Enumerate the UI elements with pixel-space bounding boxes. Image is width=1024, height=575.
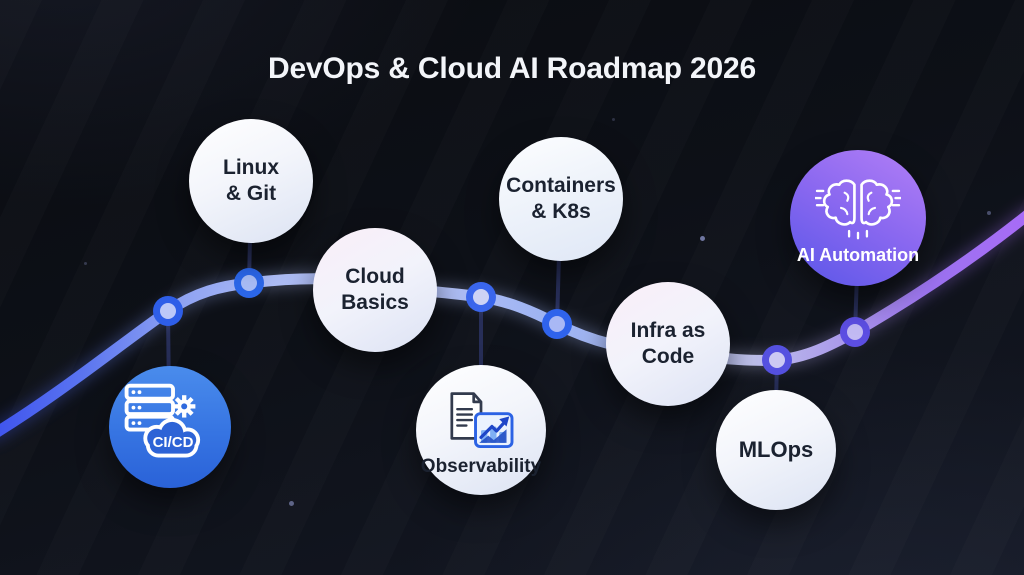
timeline-node-dot-cicd xyxy=(153,296,183,326)
star-dot xyxy=(289,501,294,506)
star-dot xyxy=(700,236,705,241)
timeline-node-dot-linux-git xyxy=(234,268,264,298)
node-mlops: MLOps xyxy=(716,390,836,510)
timeline-node-dot-containers-k8s xyxy=(542,309,572,339)
node-cloud-basics: Cloud Basics xyxy=(313,228,437,352)
timeline-node-dot-mlops xyxy=(762,345,792,375)
node-label: Infra as Code xyxy=(630,318,706,368)
page-title: DevOps & Cloud AI Roadmap 2026 xyxy=(267,52,756,85)
star-dot xyxy=(612,118,615,121)
gear-icon xyxy=(173,395,196,418)
star-dot xyxy=(84,262,87,265)
cloud-icon xyxy=(143,417,201,458)
node-infra-as-code: Infra as Code xyxy=(606,282,730,406)
brain-icon xyxy=(815,179,901,240)
node-label: Cloud Basics xyxy=(341,264,409,314)
node-label: AI Automation xyxy=(796,244,920,265)
node-label: Containers & K8s xyxy=(506,173,616,223)
timeline-node-dot-ai-automation xyxy=(840,317,870,347)
node-label: MLOps xyxy=(738,437,814,463)
node-label: Linux & Git xyxy=(223,155,279,205)
node-label: Observability xyxy=(420,455,542,477)
node-label: CI/CD xyxy=(152,434,194,451)
report-chart-icon xyxy=(450,391,514,448)
server-gear-cloud-icon xyxy=(124,383,201,458)
node-cicd: CI/CD xyxy=(109,366,231,488)
node-ai-automation: AI Automation xyxy=(790,150,926,286)
timeline-curve xyxy=(0,210,1024,437)
node-linux-git: Linux & Git xyxy=(189,119,313,243)
node-containers-k8s: Containers & K8s xyxy=(499,137,623,261)
timeline-node-dot-observability xyxy=(466,282,496,312)
node-observability: Observability xyxy=(416,365,546,495)
star-dot xyxy=(987,211,991,215)
